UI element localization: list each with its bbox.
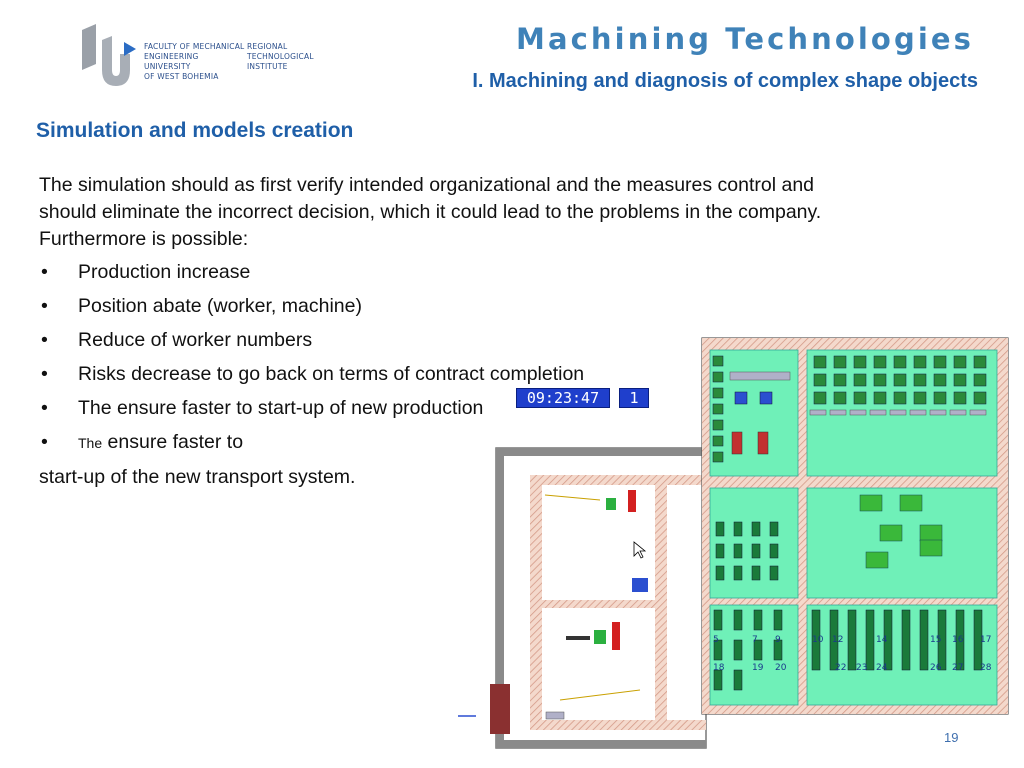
bullet-icon: • [41,397,48,419]
bullet-item: •The ensure faster to start-up of new pr… [39,395,849,422]
bay-number-label: 26 [930,663,942,673]
bullet-icon: • [41,431,48,453]
bullet-item: •The ensure faster to [39,429,849,457]
bay-number-label: 28 [980,663,992,673]
bullet-list: •Production increase •Position abate (wo… [39,259,849,457]
slide-subtitle: I. Machining and diagnosis of complex sh… [472,70,978,92]
bay-number-label: 24 [876,663,888,673]
bay-number-label: 9 [775,635,781,645]
bay-number-label: 14 [876,635,888,645]
tail-paragraph: start-up of the new transport system. [39,466,356,488]
bay-number-label: 12 [832,635,843,645]
slide-title: Machining Technologies [516,22,974,56]
bay-number-label: 15 [930,635,941,645]
bullet-icon: • [41,295,48,317]
bay-number-label: 19 [752,663,764,673]
bullet-icon: • [41,329,48,351]
bullet-item: •Reduce of worker numbers [39,327,849,354]
bay-number-label: 16 [952,635,964,645]
bay-number-label: 5 [713,635,719,645]
bullet-item: •Risks decrease to go back on terms of c… [39,361,849,388]
intro-paragraph: The simulation should as first verify in… [39,174,822,250]
bullet-item: •Position abate (worker, machine) [39,293,849,320]
bay-number-label: 27 [952,663,963,673]
bay-number-label: 22 [835,663,846,673]
bullet-icon: • [41,261,48,283]
section-heading: Simulation and models creation [36,119,354,142]
bullet-icon: • [41,363,48,385]
page-number: 19 [944,730,959,745]
bay-number-label: 10 [812,635,824,645]
simulation-clock-time: 09:23:47 [516,388,610,408]
bullet-item: •Production increase [39,259,849,286]
bay-number-label: 18 [713,663,725,673]
bay-number-label: 17 [980,635,991,645]
bay-number-label: 23 [856,663,867,673]
bay-number-label: 7 [752,635,758,645]
body-text: The simulation should as first verify in… [39,172,849,491]
simulation-clock-day: 1 [619,388,649,408]
bay-number-label: 20 [775,663,787,673]
university-logo-icon [82,24,136,86]
